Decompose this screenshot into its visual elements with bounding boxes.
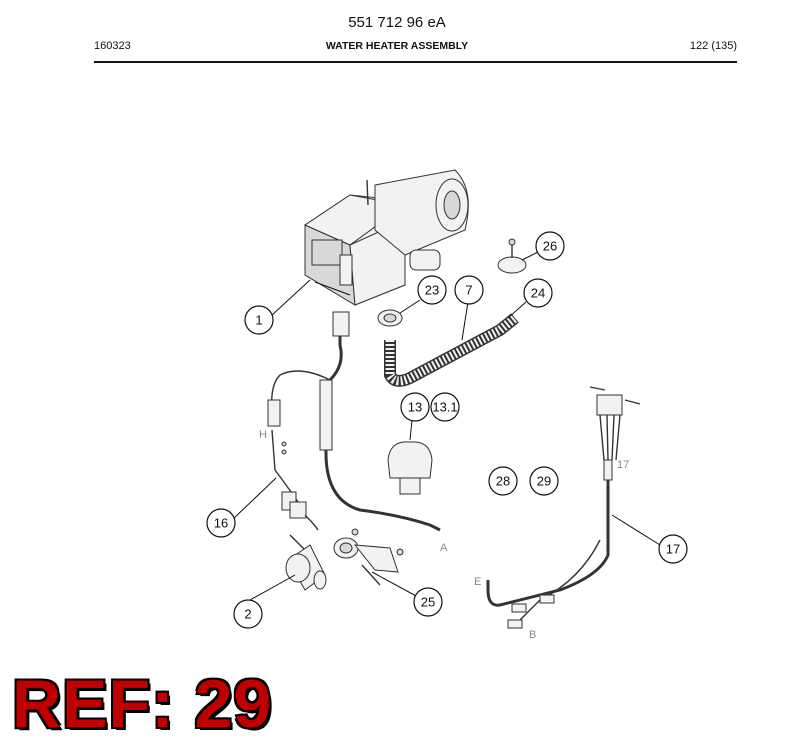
callout-28: 28	[488, 466, 518, 496]
page-number: 122 (135)	[689, 40, 737, 52]
svg-text:25: 25	[421, 595, 435, 610]
header-left-code: 160323	[94, 40, 131, 52]
heater-unit	[303, 169, 469, 306]
hose-clip	[497, 238, 539, 274]
callout-26: 26	[535, 231, 565, 261]
callout-13: 13	[400, 392, 430, 422]
svg-text:13.1: 13.1	[432, 400, 457, 415]
svg-text:1: 1	[255, 313, 262, 328]
svg-text:26: 26	[543, 239, 557, 254]
coolant-hose	[377, 299, 527, 387]
connector-letter-b: B	[529, 629, 536, 641]
svg-text:24: 24	[531, 286, 545, 301]
callout-2: 2	[233, 599, 263, 629]
svg-text:29: 29	[537, 474, 551, 489]
callout-29: 29	[529, 466, 559, 496]
callout-7: 7	[454, 275, 484, 305]
reference-label: REF: 29	[12, 666, 273, 742]
callout-17: 17	[658, 534, 688, 564]
callout-1: 1	[244, 305, 274, 335]
coolant-pump	[249, 534, 327, 601]
svg-text:13: 13	[408, 400, 422, 415]
cable-label-17: 17	[617, 459, 629, 471]
svg-text:16: 16	[214, 516, 228, 531]
connector-letter-h: H	[259, 429, 267, 441]
page-title: WATER HEATER ASSEMBLY	[325, 40, 469, 52]
header-rule	[94, 61, 737, 63]
svg-text:17: 17	[666, 542, 680, 557]
svg-text:23: 23	[425, 283, 439, 298]
connector-letter-e: E	[474, 576, 481, 588]
silencer	[387, 419, 433, 495]
svg-text:7: 7	[465, 283, 472, 298]
callout-23: 23	[417, 275, 447, 305]
svg-text:28: 28	[496, 474, 510, 489]
connector-letter-a: A	[440, 542, 448, 554]
mounting-bracket	[333, 528, 419, 598]
callout-16: 16	[206, 508, 236, 538]
callout-13-1: 13.1	[430, 392, 460, 422]
svg-text:2: 2	[244, 607, 251, 622]
document-number: 551 712 96 eA	[348, 14, 446, 31]
cable-assembly: 17 E B	[474, 386, 661, 641]
callout-25: 25	[413, 587, 443, 617]
callout-24: 24	[523, 278, 553, 308]
wiring-harness: H A	[259, 311, 448, 554]
